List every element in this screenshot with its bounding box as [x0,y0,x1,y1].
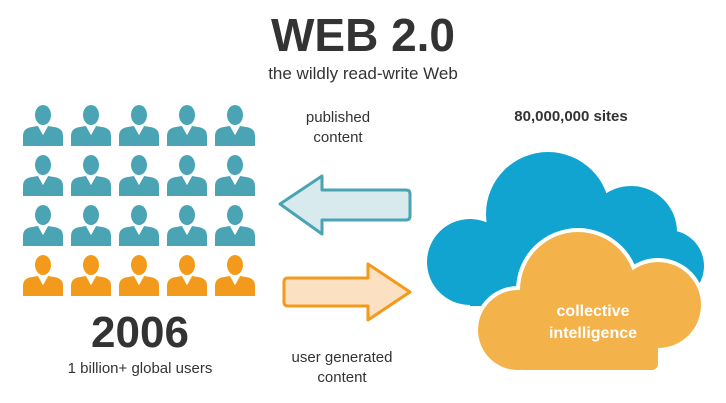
page-title: WEB 2.0 [270,9,456,61]
ugc-label-line1: user generated [291,349,393,366]
person-icon [116,252,164,302]
arrows [270,170,420,335]
person-icon [212,202,260,252]
ugc-label-line2: content [317,369,367,386]
person-icon [68,102,116,152]
person-icon [164,102,212,152]
person-icon [212,102,260,152]
person-icon [164,202,212,252]
cloud-icon [418,130,718,395]
cloud-front [478,232,701,370]
arrow-right-icon [282,262,412,322]
page-subtitle: the wildly read-write Web [268,64,458,83]
cloud-label: collective intelligence [504,301,682,345]
person-icon [68,202,116,252]
published-label-line1: published [305,109,371,126]
person-icon [164,152,212,202]
cloud-label-line1: collective [556,303,630,320]
person-icon [20,252,68,302]
person-icon [68,152,116,202]
published-content-label: published content [258,108,418,148]
published-label-line2: content [313,129,363,146]
cloud-svg [427,152,705,374]
user-generated-content-label: user generated content [262,348,422,388]
person-icon [116,202,164,252]
users-caption: 1 billion+ global users [67,360,213,377]
person-icon [68,252,116,302]
person-icon [212,152,260,202]
sites-count: 80,000,000 sites [514,108,628,125]
person-icon [20,152,68,202]
person-icon [212,252,260,302]
cloud-label-line2: intelligence [548,325,638,342]
arrows-svg [278,174,412,322]
person-icon [20,102,68,152]
users-grid [20,102,260,302]
person-icon [116,102,164,152]
year-label: 2006 [91,308,189,357]
person-icon [20,202,68,252]
person-icon [164,252,212,302]
person-icon [116,152,164,202]
arrow-left-icon [278,174,412,236]
